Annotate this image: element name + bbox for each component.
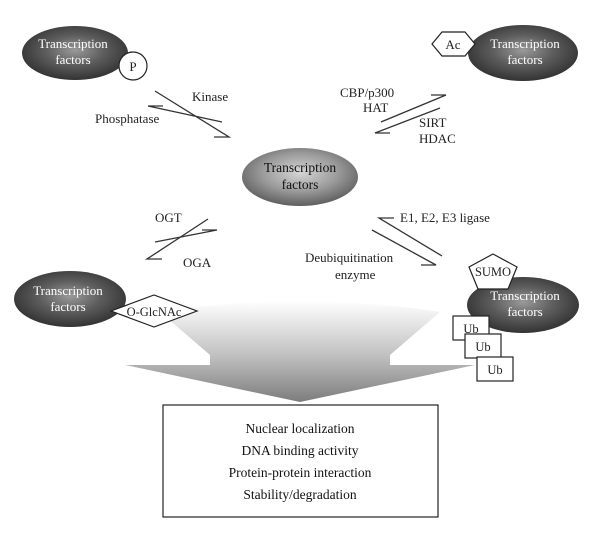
sumo-icon bbox=[468, 253, 518, 290]
tf-ellipse bbox=[14, 271, 126, 327]
ligase-label: E1, E2, E3 ligase bbox=[400, 210, 490, 225]
tf-phosphorylated: Transcription factors P bbox=[22, 26, 148, 81]
tf-ellipse bbox=[468, 25, 578, 81]
tf-label-line2: factors bbox=[55, 52, 90, 67]
tf-ubiquitinated: Transcription factors SUMO Ub Ub Ub bbox=[452, 253, 579, 382]
hdac-label: HDAC bbox=[419, 131, 456, 146]
kinase-label: Kinase bbox=[192, 89, 228, 104]
tf-label-line2: factors bbox=[507, 304, 542, 319]
tf-label-line1: Transcription bbox=[264, 160, 337, 175]
equilibrium-arrow-ubiquitin bbox=[371, 217, 443, 266]
tf-ellipse bbox=[242, 148, 358, 206]
outcome-protein-interaction: Protein-protein interaction bbox=[229, 465, 372, 480]
equilibrium-arrow-phospho bbox=[147, 90, 232, 138]
hat-label: HAT bbox=[363, 100, 388, 115]
sumo-label: SUMO bbox=[475, 265, 511, 279]
tf-acetylated: Transcription factors Ac bbox=[431, 25, 578, 81]
ubiquitin-icon bbox=[476, 356, 514, 382]
convergence-arrow bbox=[125, 301, 475, 402]
tf-label-line1: Transcription bbox=[490, 36, 560, 51]
ubiquitin-label: Ub bbox=[475, 340, 490, 354]
tf-ellipse bbox=[22, 26, 128, 80]
equilibrium-arrow-glcnac bbox=[144, 218, 218, 260]
phosphate-label: P bbox=[129, 59, 136, 74]
outcome-dna-binding: DNA binding activity bbox=[242, 443, 359, 458]
deubiquitination-label-line2: enzyme bbox=[335, 267, 376, 282]
outcome-stability: Stability/degradation bbox=[243, 487, 356, 502]
outcomes-box: Nuclear localization DNA binding activit… bbox=[162, 404, 439, 518]
equilibrium-arrow-acetyl bbox=[374, 94, 447, 134]
outcomes-border bbox=[162, 404, 439, 518]
glcnac-label: O-GlcNAc bbox=[127, 305, 182, 319]
tf-label-line2: factors bbox=[507, 52, 542, 67]
tf-label-line1: Transcription bbox=[33, 283, 103, 298]
phosphate-icon bbox=[118, 51, 148, 81]
outcome-nuclear-localization: Nuclear localization bbox=[245, 421, 354, 436]
cbp-label: CBP/p300 bbox=[340, 85, 394, 100]
tf-label-line2: factors bbox=[282, 177, 319, 192]
glcnac-icon bbox=[109, 294, 199, 328]
tf-glcnacylated: Transcription factors O-GlcNAc bbox=[14, 271, 199, 328]
tf-label-line1: Transcription bbox=[38, 36, 108, 51]
acetyl-icon bbox=[431, 31, 476, 57]
tf-center: Transcription factors bbox=[242, 148, 358, 206]
tf-ellipse bbox=[467, 277, 579, 333]
ubiquitin-label: Ub bbox=[463, 322, 478, 336]
phosphatase-label: Phosphatase bbox=[95, 111, 160, 126]
tf-label-line1: Transcription bbox=[490, 288, 560, 303]
ogt-label: OGT bbox=[155, 210, 182, 225]
deubiquitination-label-line1: Deubiquitination bbox=[305, 250, 394, 265]
ubiquitin-label: Ub bbox=[487, 363, 502, 377]
tf-label-line2: factors bbox=[50, 299, 85, 314]
acetyl-label: Ac bbox=[445, 37, 460, 52]
oga-label: OGA bbox=[183, 255, 212, 270]
sirt-label: SIRT bbox=[419, 115, 446, 130]
